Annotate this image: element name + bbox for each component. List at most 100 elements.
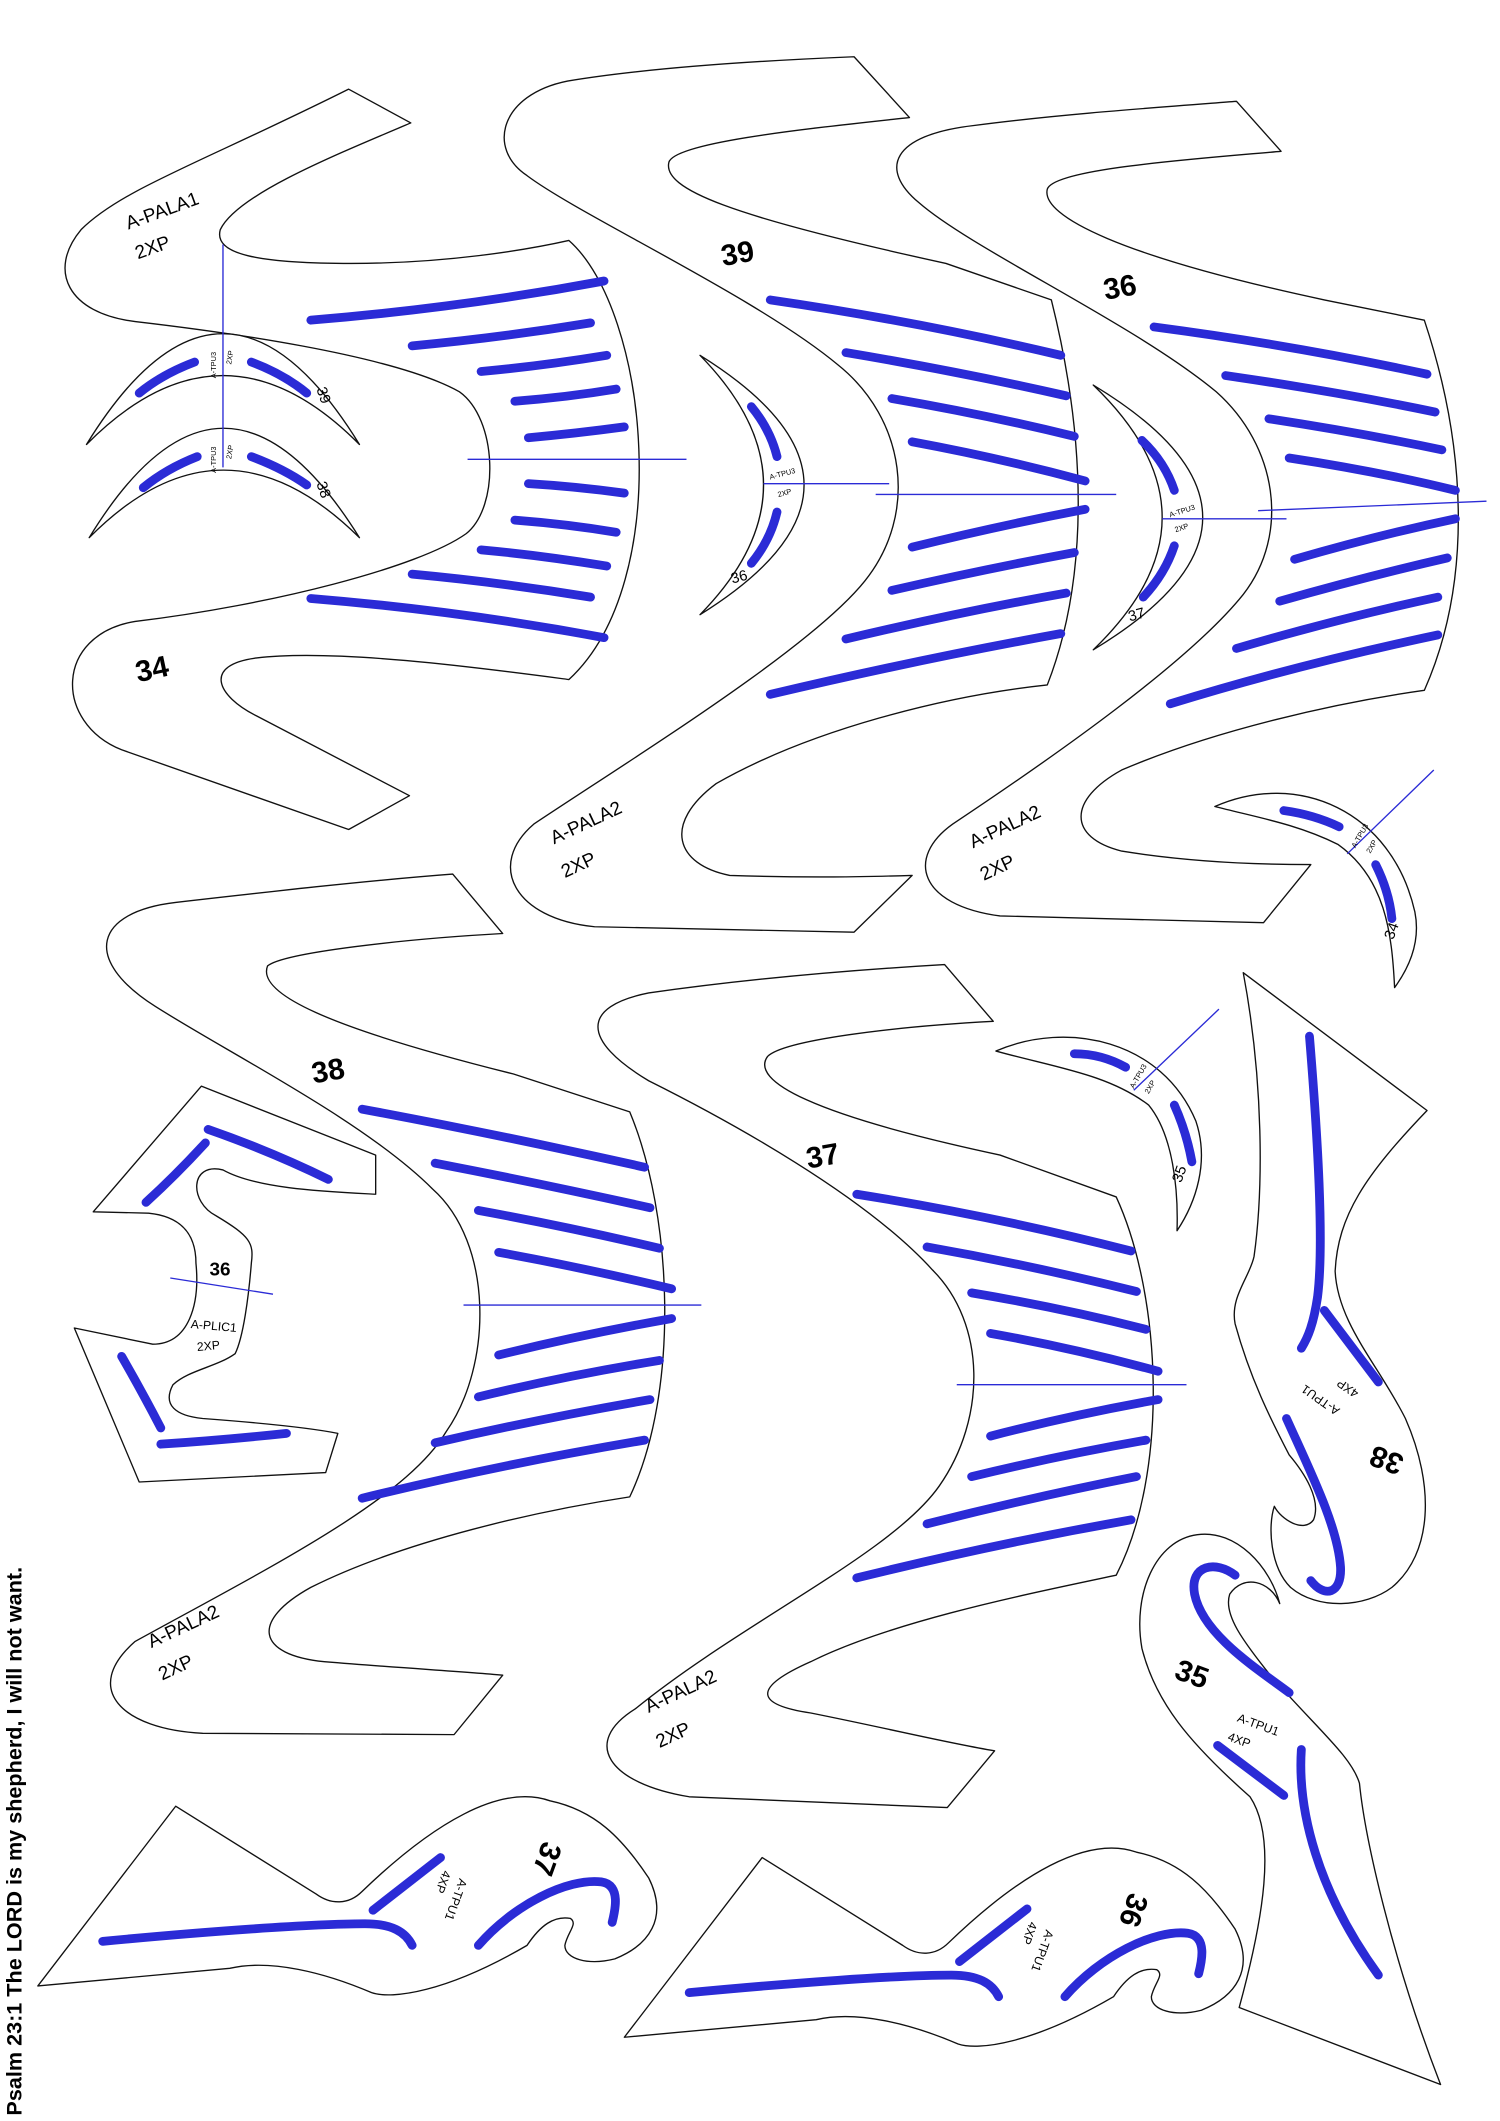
slot-interior (1171, 1102, 1195, 1165)
size-label: 35 (1170, 1164, 1191, 1185)
slot-interior (511, 386, 620, 405)
slot-interior (1298, 1033, 1324, 1352)
piece-plic1-36: 36 A-PLIC1 2XP (73, 1085, 377, 1483)
center-line (1133, 1008, 1220, 1091)
slot-interior (748, 509, 780, 567)
slot-interior (140, 453, 201, 491)
slot-interior (307, 595, 608, 641)
slot-interior (924, 1243, 1140, 1295)
center-line (1346, 769, 1435, 855)
slot-interior (475, 1357, 663, 1400)
piece-tpu3-36: A-TPU3 2XP 36 (699, 354, 890, 616)
size-label: 37 (1127, 606, 1147, 626)
slot-interior (1233, 594, 1441, 652)
slot-interior (1276, 554, 1451, 605)
slot-interior (432, 1160, 653, 1211)
piece-tpu3-35: A-TPU3 2XP 35 (995, 1008, 1220, 1232)
slot-interior (1265, 415, 1445, 453)
piece-outline (503, 56, 1079, 933)
center-line (1258, 500, 1487, 512)
size-label: 36 (209, 1259, 230, 1280)
size-label: 39 (718, 235, 756, 273)
slot-interior (767, 296, 1064, 359)
slot-interior (475, 1878, 619, 1949)
slot-interior (409, 571, 594, 601)
slot-interior (1291, 515, 1459, 563)
piece-name: A-TPU3 (209, 446, 218, 472)
psalm-footer-text: Psalm 23:1 The LORD is my shepherd, I wi… (2, 1567, 27, 2116)
size-label: 38 (309, 1052, 347, 1090)
slot-interior (888, 549, 1078, 594)
slot-interior (432, 1396, 653, 1446)
slot-interior (99, 1920, 416, 1949)
slot-interior (370, 1854, 444, 1914)
size-label: 34 (1382, 921, 1403, 942)
slot-interior (968, 1437, 1149, 1480)
piece-pala1-34: A-PALA1 2XP 34 (64, 88, 687, 831)
piece-outline (1092, 384, 1204, 651)
piece-outline (995, 1036, 1203, 1232)
slot-interior (842, 349, 1070, 399)
slot-interior (495, 1249, 675, 1292)
piece-pala2-39: 39 A-PALA2 2XP (503, 56, 1117, 933)
slot-interior (987, 1396, 1162, 1440)
slot-interior (1286, 455, 1459, 494)
slot-interior (475, 1207, 663, 1252)
slot-interior (205, 1126, 332, 1183)
slot-interior (1167, 631, 1441, 707)
piece-outline (37, 1796, 658, 1996)
piece-tpu3-39: A-TPU3 2XP 39 (85, 333, 361, 446)
piece-outline (73, 1085, 377, 1483)
slot-interior (924, 1473, 1140, 1527)
slot-interior (1222, 372, 1439, 416)
slot-interior (1280, 807, 1343, 830)
piece-qty: 4XP (1226, 1730, 1252, 1751)
slot-interior (525, 480, 628, 497)
piece-outline (896, 100, 1459, 924)
center-line (170, 1277, 274, 1295)
piece-outline (699, 354, 805, 616)
slot-interior (142, 1139, 209, 1206)
piece-outline (623, 1847, 1244, 2047)
piece-tpu3-37: A-TPU3 2XP 37 (1092, 384, 1287, 651)
slot-interior (248, 359, 310, 397)
piece-name: A-TPU3 (209, 352, 218, 378)
piece-outline (64, 88, 640, 831)
slot-interior (478, 352, 610, 375)
piece-qty: 2XP (224, 444, 235, 459)
piece-qty: 2XP (224, 350, 235, 365)
size-label: 37 (804, 1137, 842, 1175)
slot-interior (1372, 861, 1395, 922)
slot-interior (1138, 437, 1178, 494)
slot-interior (359, 1437, 648, 1502)
piece-outline (597, 963, 1154, 1809)
piece-pala2-36: 36 A-PALA2 2XP (896, 100, 1487, 924)
slot-interior (853, 1516, 1135, 1581)
piece-tpu1-38: A-TPU1 4XP 38 (1233, 972, 1428, 1605)
slot-interior (359, 1106, 648, 1171)
slot-interior (909, 506, 1089, 551)
slot-interior (409, 319, 594, 349)
piece-outline (1214, 792, 1418, 989)
slot-interior (478, 546, 610, 570)
piece-tpu1-35: 35 A-TPU1 4XP (1139, 1533, 1442, 2086)
piece-outline (1139, 1533, 1442, 2086)
slot-interior (248, 453, 310, 488)
piece-pala2-38: 38 A-PALA2 2XP (106, 873, 702, 1736)
piece-tpu1-37: 37 A-TPU1 4XP (37, 1796, 658, 1996)
slot-interior (987, 1330, 1162, 1375)
piece-qty: 2XP (1174, 521, 1190, 534)
slot-interior (968, 1289, 1149, 1333)
slot-interior (686, 1972, 1002, 2000)
slot-interior (136, 359, 198, 397)
slot-interior (956, 1905, 1030, 1965)
piece-pala2-37: 37 A-PALA2 2XP (597, 963, 1187, 1809)
slot-interior (888, 395, 1078, 440)
size-label: 38 (312, 480, 333, 501)
piece-qty: 2XP (777, 487, 793, 499)
slot-interior (1151, 323, 1430, 378)
piece-tpu3-34: A-TPU3 2XP 34 (1214, 769, 1435, 989)
slot-interior (1214, 1742, 1287, 1799)
piece-outline (85, 333, 361, 446)
slot-interior (511, 517, 620, 536)
